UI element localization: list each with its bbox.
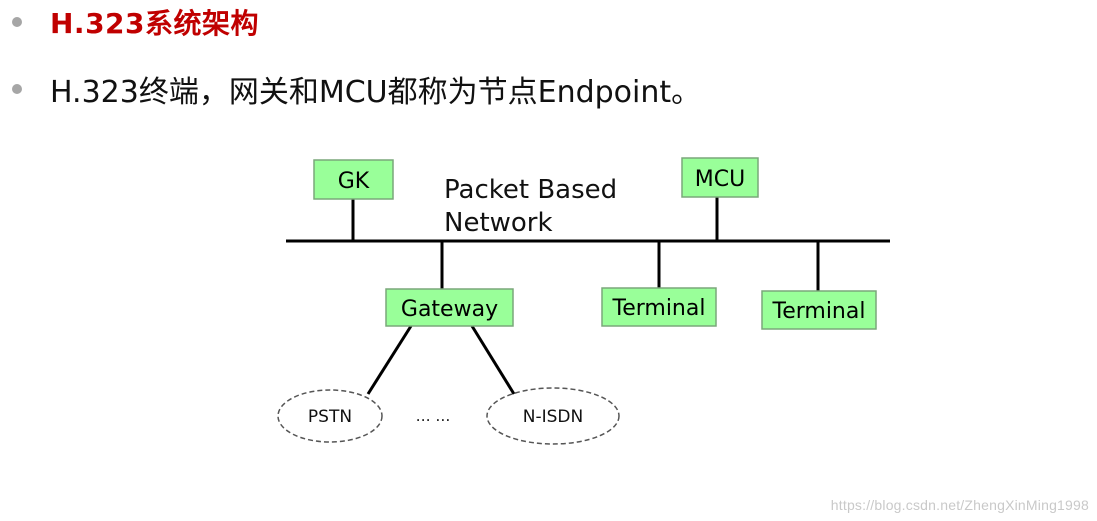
pstn-cloud: PSTN xyxy=(277,389,383,443)
pstn-label: PSTN xyxy=(308,407,352,427)
nisdn-label: N-ISDN xyxy=(523,407,583,427)
mcu-node: MCU xyxy=(681,157,759,198)
gk-node: GK xyxy=(313,159,394,200)
terminal-2-label: Terminal xyxy=(772,299,866,324)
watermark-text: https://blog.csdn.net/ZhengXinMing1998 xyxy=(830,497,1089,513)
nisdn-cloud: N-ISDN xyxy=(486,387,620,445)
gateway-pstn-link xyxy=(366,325,413,395)
body-bullet-row: H.323终端，网关和MCU都称为节点Endpoint。 xyxy=(12,67,701,111)
terminal-node-2: Terminal xyxy=(761,290,877,330)
slide-heading: H.323系统架构 xyxy=(50,7,260,40)
ellipsis-label: … … xyxy=(416,407,451,425)
gk-label: GK xyxy=(338,169,370,194)
terminal-1-label: Terminal xyxy=(612,296,706,321)
slide-bullet-text: H.323终端，网关和MCU都称为节点Endpoint。 xyxy=(50,75,702,110)
network-label-line-1: Packet Based xyxy=(444,175,617,205)
bullet-dot xyxy=(12,84,22,94)
terminal-node-1: Terminal xyxy=(601,287,717,327)
heading-bullet-row: H.323系统架构 xyxy=(12,2,259,42)
gateway-label: Gateway xyxy=(401,297,498,322)
bullet-dot xyxy=(12,17,22,27)
gateway-nisdn-link xyxy=(470,325,516,395)
network-label-line-2: Network xyxy=(444,208,553,238)
mcu-label: MCU xyxy=(695,167,745,192)
gateway-node: Gateway xyxy=(385,288,514,327)
